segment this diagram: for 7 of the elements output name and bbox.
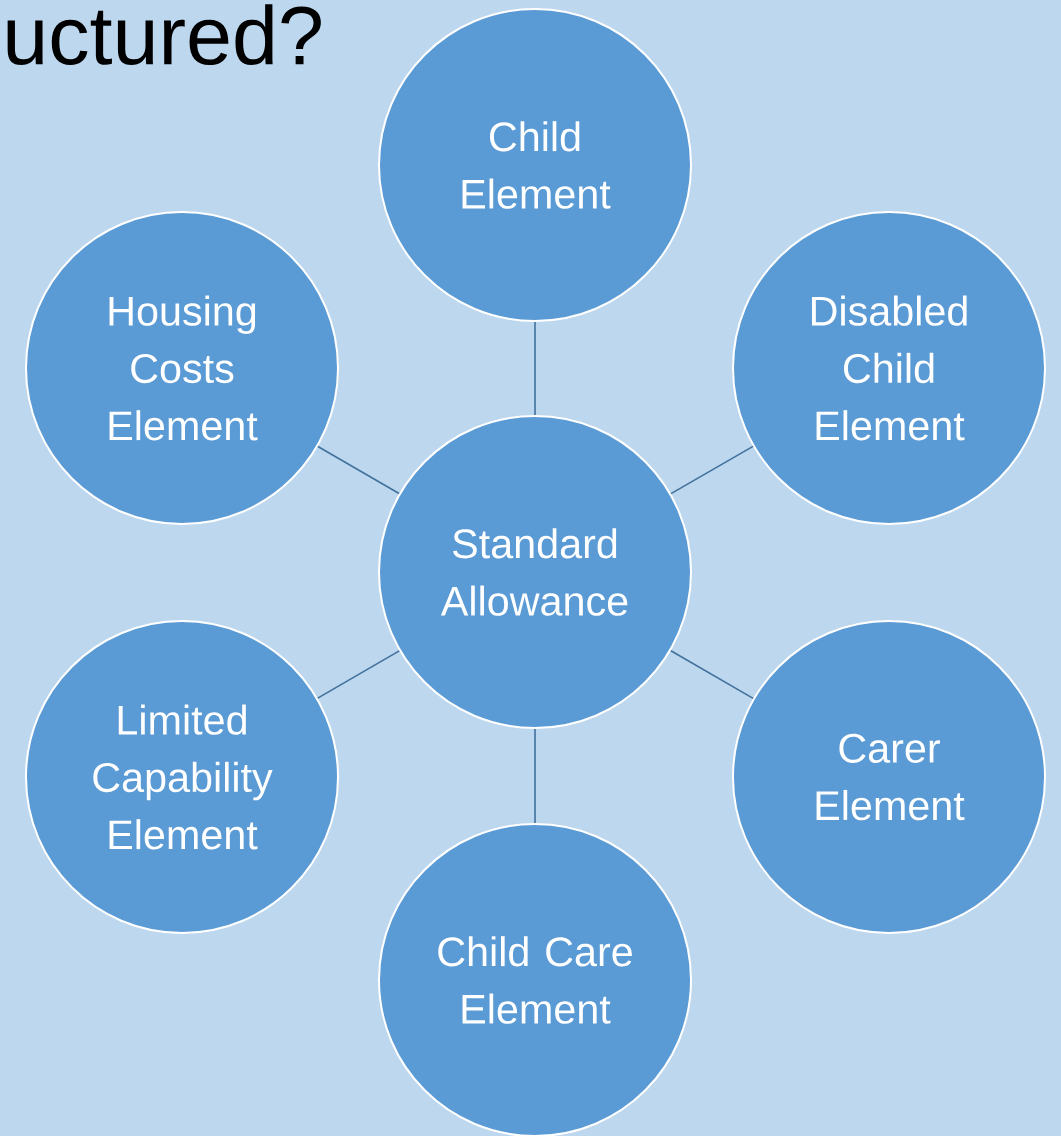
connector-line: [316, 650, 401, 699]
connector-line: [317, 445, 400, 495]
connector-line: [670, 649, 754, 700]
connector-line: [534, 728, 536, 824]
title: uctured?: [7, 4, 321, 65]
connector-line: [534, 321, 536, 416]
connector-line: [670, 445, 754, 495]
